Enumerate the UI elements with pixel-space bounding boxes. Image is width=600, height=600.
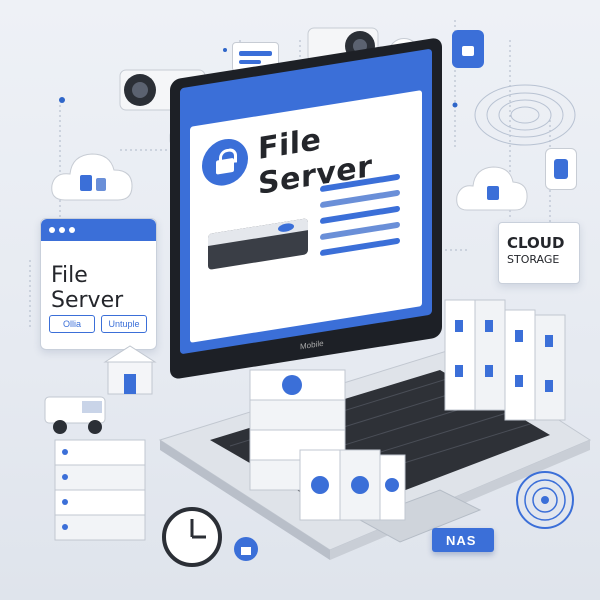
panel-title: File Server xyxy=(51,263,124,313)
nas-badge: NAS xyxy=(432,528,494,552)
screen-content: File Server xyxy=(190,90,422,343)
panel-titlebar xyxy=(41,219,156,241)
clock-icon xyxy=(162,507,222,567)
list-item[interactable] xyxy=(320,189,400,209)
laptop-screen: File Server Mobile xyxy=(170,36,442,380)
cloud-storage-line2: STORAGE xyxy=(507,253,560,266)
server-rack-icon xyxy=(444,299,566,421)
device-icon xyxy=(545,148,577,190)
cloud-icon xyxy=(456,166,528,211)
panel-button-2[interactable]: Untuple xyxy=(101,315,147,333)
screen-frame: File Server xyxy=(180,48,432,355)
nas-label: NAS xyxy=(446,533,477,548)
list-item[interactable] xyxy=(320,237,400,257)
server-icon xyxy=(54,439,146,541)
list-item[interactable] xyxy=(320,221,400,241)
lock-icon xyxy=(234,537,258,561)
laptop-brand: Mobile xyxy=(300,338,324,352)
server-icon xyxy=(249,369,406,521)
cloud-storage-card: CLOUD STORAGE xyxy=(498,222,580,284)
list-item[interactable] xyxy=(320,205,400,225)
lock-icon xyxy=(452,30,484,68)
cloud-icon xyxy=(51,153,133,201)
lock-icon xyxy=(202,135,248,189)
signal-rings-icon xyxy=(474,84,576,146)
fingerprint-icon xyxy=(516,471,574,529)
building-icon xyxy=(103,345,157,395)
file-server-panel: File Server Ollia Untuple xyxy=(40,218,157,350)
cloud-storage-line1: CLOUD xyxy=(507,234,565,252)
file-list xyxy=(320,173,400,267)
vehicle-icon xyxy=(44,396,106,434)
panel-button-1[interactable]: Ollia xyxy=(49,315,95,333)
router-icon xyxy=(208,218,308,270)
